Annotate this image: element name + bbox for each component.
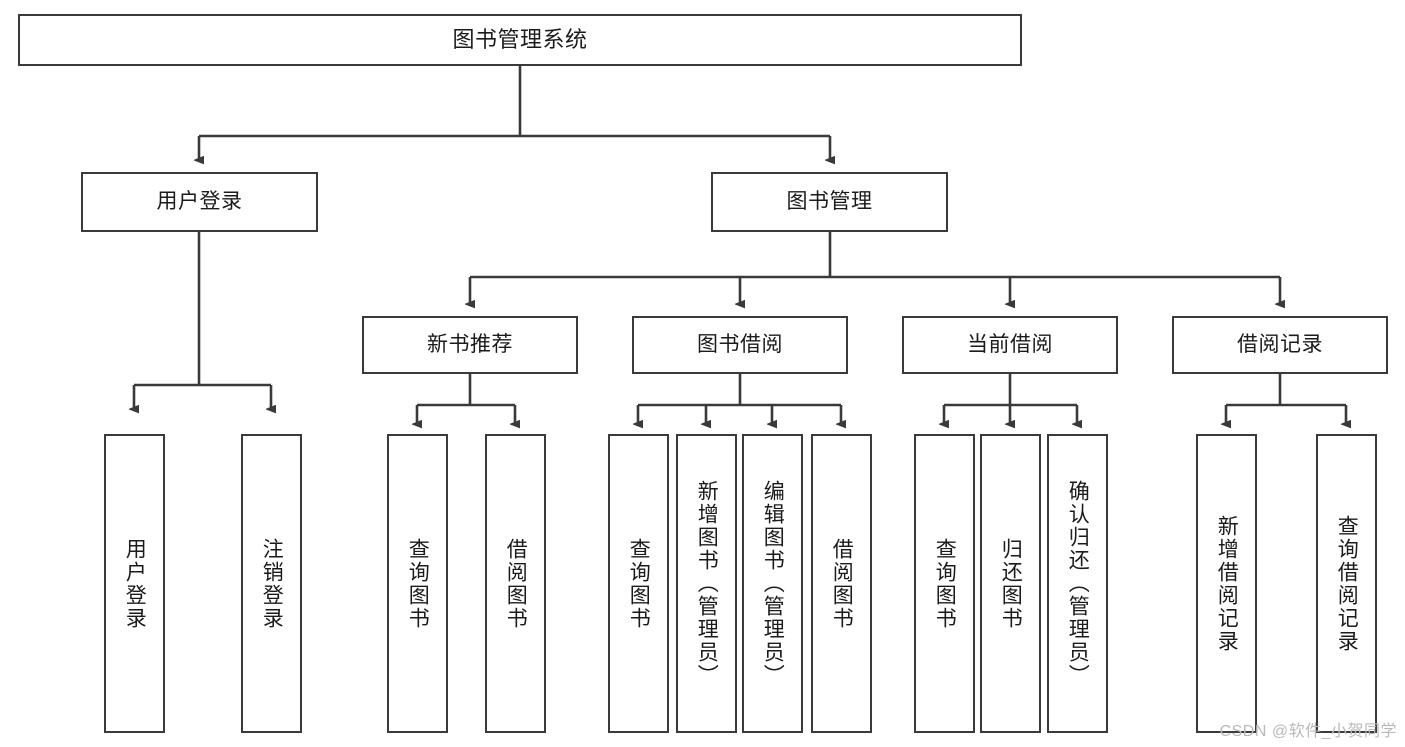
leaf-new-book-query[interactable]: 查询图书 bbox=[387, 434, 448, 733]
node-label: 新增图书（管理员） bbox=[695, 480, 719, 687]
leaf-borrow-record-add[interactable]: 新增借阅记录 bbox=[1196, 434, 1257, 733]
leaf-current-borrow-query[interactable]: 查询图书 bbox=[914, 434, 975, 733]
leaf-borrow-record-query[interactable]: 查询借阅记录 bbox=[1316, 434, 1377, 733]
leaf-current-borrow-return[interactable]: 归还图书 bbox=[980, 434, 1041, 733]
node-root-book-management-system[interactable]: 图书管理系统 bbox=[18, 14, 1022, 66]
node-label: 新增借阅记录 bbox=[1215, 514, 1239, 653]
node-label: 用户登录 bbox=[123, 537, 147, 630]
node-label: 图书管理 bbox=[786, 190, 873, 214]
leaf-book-borrow-lend[interactable]: 借阅图书 bbox=[811, 434, 872, 733]
node-label: 归还图书 bbox=[999, 537, 1023, 630]
leaf-book-borrow-query[interactable]: 查询图书 bbox=[608, 434, 669, 733]
node-label: 用户登录 bbox=[156, 190, 243, 214]
node-label: 查询图书 bbox=[406, 537, 430, 630]
node-label: 借阅记录 bbox=[1237, 333, 1323, 357]
node-label: 编辑图书（管理员） bbox=[761, 480, 785, 687]
leaf-user-login-signout[interactable]: 注销登录 bbox=[241, 434, 302, 733]
node-label: 图书管理系统 bbox=[452, 26, 588, 52]
leaf-user-login-signin[interactable]: 用户登录 bbox=[104, 434, 165, 733]
node-label: 查询图书 bbox=[933, 537, 957, 630]
node-label: 当前借阅 bbox=[967, 333, 1053, 357]
leaf-current-borrow-confirm-return[interactable]: 确认归还（管理员） bbox=[1047, 434, 1108, 733]
leaf-book-borrow-edit[interactable]: 编辑图书（管理员） bbox=[742, 434, 803, 733]
node-new-book-recommend[interactable]: 新书推荐 bbox=[362, 316, 578, 374]
node-label: 查询借阅记录 bbox=[1335, 514, 1359, 653]
node-borrow-records[interactable]: 借阅记录 bbox=[1172, 316, 1388, 374]
node-user-login[interactable]: 用户登录 bbox=[81, 172, 318, 232]
node-label: 注销登录 bbox=[260, 537, 284, 630]
node-label: 借阅图书 bbox=[504, 537, 528, 630]
leaf-book-borrow-add[interactable]: 新增图书（管理员） bbox=[676, 434, 737, 733]
node-current-borrow[interactable]: 当前借阅 bbox=[902, 316, 1118, 374]
node-label: 借阅图书 bbox=[830, 537, 854, 630]
watermark: CSDN @软件_小贺同学 bbox=[1219, 723, 1397, 740]
leaf-new-book-borrow[interactable]: 借阅图书 bbox=[485, 434, 546, 733]
node-book-borrow[interactable]: 图书借阅 bbox=[632, 316, 848, 374]
node-label: 查询图书 bbox=[627, 537, 651, 630]
node-book-management[interactable]: 图书管理 bbox=[711, 172, 948, 232]
node-label: 新书推荐 bbox=[427, 333, 513, 357]
node-label: 确认归还（管理员） bbox=[1066, 480, 1090, 687]
node-label: 图书借阅 bbox=[697, 333, 783, 357]
